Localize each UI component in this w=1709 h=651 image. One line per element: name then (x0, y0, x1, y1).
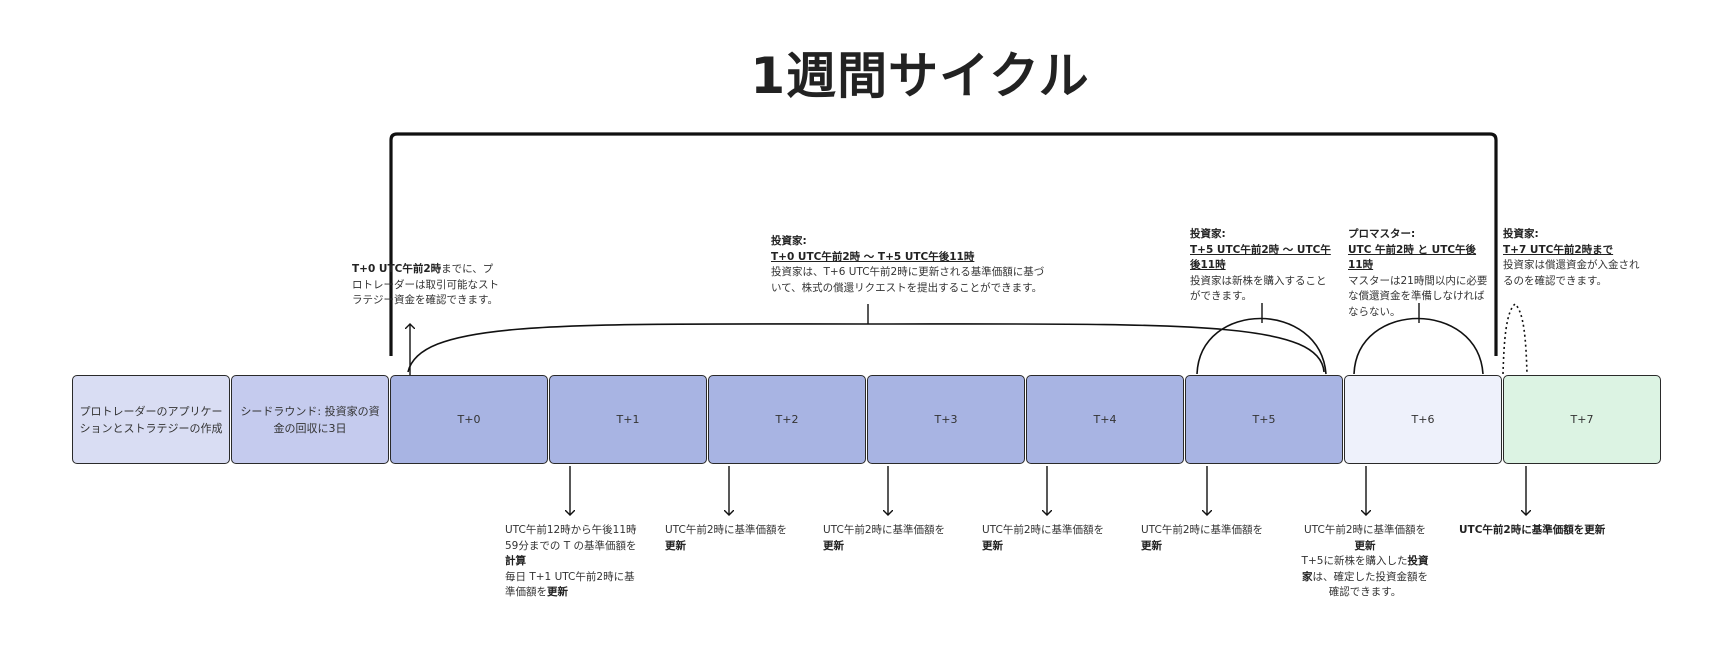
cell-t5: T+5 (1185, 375, 1343, 464)
note-t0-funds-bold: T+0 UTC午前2時 (352, 263, 442, 275)
note-bottom-t4-text: UTC午前2時に基準価額を (1141, 524, 1263, 536)
note-bottom-t5-extra1b: 投資家 (1302, 555, 1429, 583)
t7-dotted-arc (1502, 302, 1528, 375)
page-title: 1週間サイクル (750, 47, 1090, 105)
cell-t0-label: T+0 (457, 413, 481, 426)
note-purchase-text: 投資家は新株を購入することができます。 (1190, 274, 1327, 303)
note-t0-funds-text: までに、プロトレーダーは取引可能なストラテジー資金を確認できます。 (352, 263, 499, 306)
cell-app-creation-label: プロトレーダーのアプリケーションとストラテジーの作成 (79, 404, 223, 435)
note-bottom-t2-bold: 更新 (823, 539, 844, 552)
note-bottom-t0: UTC午前12時から午後11時59分までの T の基準価額を計算 毎日 T+1 … (505, 523, 639, 601)
cell-t2-label: T+2 (775, 413, 799, 426)
note-t0-funds: T+0 UTC午前2時までに、プロトレーダーは取引可能なストラテジー資金を確認で… (352, 262, 502, 309)
cell-t3-label: T+3 (934, 413, 958, 426)
cell-t3: T+3 (867, 375, 1025, 464)
cell-t6: T+6 (1344, 375, 1502, 464)
cell-t4-label: T+4 (1093, 413, 1117, 426)
cell-app-creation: プロトレーダーのアプリケーションとストラテジーの作成 (72, 375, 230, 464)
note-redeem: 投資家: T+0 UTC午前2時 ～ T+5 UTC午後11時 投資家は、T+6… (771, 234, 1046, 296)
note-purchase: 投資家: T+5 UTC午前2時 ～ UTC午後11時 投資家は新株を購入するこ… (1190, 227, 1332, 305)
master-arc (1353, 317, 1484, 375)
cell-t1-label: T+1 (616, 413, 640, 426)
note-redeem-heading: 投資家: (771, 235, 807, 247)
cell-t1: T+1 (549, 375, 707, 464)
redeem-arc (407, 323, 1325, 373)
note-bottom-t5: UTC午前2時に基準価額を更新 T+5に新株を購入した投資家は、確定した投資金額… (1298, 523, 1432, 601)
note-bottom-t6: UTC午前2時に基準価額を更新 (1459, 523, 1609, 539)
note-redeem-text: 投資家は、T+6 UTC午前2時に更新される基準価額に基づいて、株式の償還リクエ… (771, 266, 1045, 294)
note-bottom-t1-bold: 更新 (665, 539, 686, 552)
note-bottom-t0-l1: UTC午前12時から午後11時59分までの T の基準価額を (505, 524, 637, 552)
cell-t0: T+0 (390, 375, 548, 464)
note-bottom-t3-text: UTC午前2時に基準価額を (982, 524, 1104, 536)
note-bottom-t4: UTC午前2時に基準価額を更新 (1141, 523, 1281, 554)
cell-t2: T+2 (708, 375, 866, 464)
note-bottom-t1-text: UTC午前2時に基準価額を (665, 524, 787, 536)
note-bottom-t4-bold: 更新 (1141, 539, 1162, 552)
cell-seed-round-label: シードラウンド: 投資家の資金の回収に3日 (240, 404, 380, 435)
cell-t7-label: T+7 (1570, 413, 1594, 426)
cycle-bracket (389, 132, 1498, 356)
cell-t4: T+4 (1026, 375, 1184, 464)
note-master-heading: プロマスター: (1348, 228, 1416, 240)
note-t7-period: T+7 UTC午前2時まで (1503, 243, 1614, 256)
note-bottom-t5-text: UTC午前2時に基準価額を (1304, 524, 1426, 536)
cell-seed-round: シードラウンド: 投資家の資金の回収に3日 (231, 375, 389, 464)
note-bottom-t0-l2: 毎日 T+1 UTC午前2時に基準価額を (505, 570, 635, 599)
note-bottom-t1: UTC午前2時に基準価額を更新 (665, 523, 805, 554)
note-bottom-t0-l1b: 計算 (505, 555, 526, 567)
note-bottom-t5-bold: 更新 (1354, 539, 1376, 552)
note-purchase-heading: 投資家: (1190, 228, 1226, 240)
note-bottom-t5-extra2: は、確定した投資金額を確認できます。 (1312, 570, 1429, 599)
note-bottom-t3: UTC午前2時に基準価額を更新 (982, 523, 1122, 554)
note-master-text: マスターは21時間以内に必要な償還資金を準備しなければならない。 (1348, 274, 1488, 318)
note-redeem-period: T+0 UTC午前2時 ～ T+5 UTC午後11時 (771, 250, 975, 263)
note-bottom-t0-l2b: 更新 (547, 586, 568, 598)
note-purchase-period: T+5 UTC午前2時 ～ UTC午後11時 (1190, 243, 1331, 272)
note-t7-funds: 投資家: T+7 UTC午前2時まで 投資家は償還資金が入金されるのを確認できま… (1503, 227, 1643, 289)
note-bottom-t5-extra1: T+5に新株を購入した (1301, 555, 1408, 567)
cell-t6-label: T+6 (1411, 413, 1435, 426)
note-t7-heading: 投資家: (1503, 228, 1539, 240)
cell-t5-label: T+5 (1252, 413, 1276, 426)
purchase-arc (1196, 317, 1327, 375)
note-bottom-t3-bold: 更新 (982, 539, 1003, 552)
note-bottom-t2: UTC午前2時に基準価額を更新 (823, 523, 963, 554)
note-master: プロマスター: UTC 午前2時 と UTC午後11時 マスターは21時間以内に… (1348, 227, 1490, 320)
note-bottom-t6-text: UTC午前2時に基準価額を更新 (1459, 524, 1606, 536)
cell-t7: T+7 (1503, 375, 1661, 464)
note-master-period: UTC 午前2時 と UTC午後11時 (1348, 243, 1477, 272)
note-t7-text: 投資家は償還資金が入金されるのを確認できます。 (1503, 259, 1640, 287)
note-bottom-t2-text: UTC午前2時に基準価額を (823, 524, 945, 536)
